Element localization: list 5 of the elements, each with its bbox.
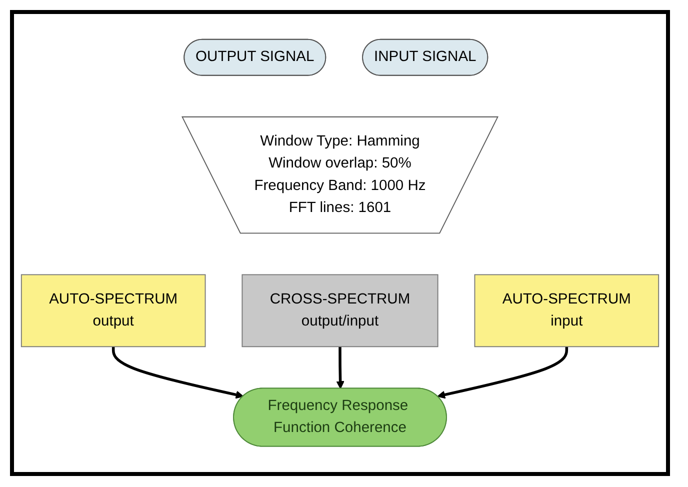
arrow — [112, 346, 244, 399]
node-box: CROSS-SPECTRUM output/input — [242, 274, 438, 348]
node-box: AUTO-SPECTRUM output — [20, 274, 206, 348]
node-box: AUTO-SPECTRUM input — [474, 274, 660, 348]
arrow — [336, 346, 344, 390]
